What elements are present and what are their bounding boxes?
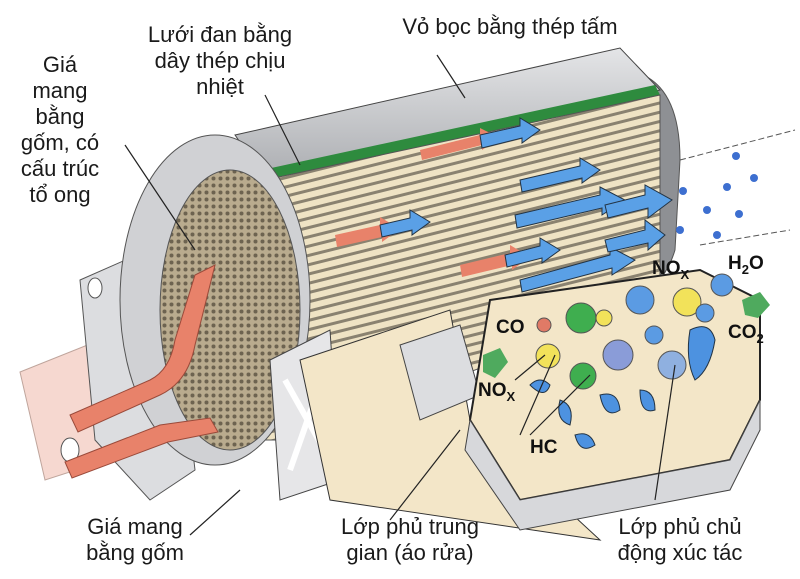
label-washcoat: Lớp phủ trung gian (áo rửa) xyxy=(341,514,479,565)
chem-h2o-post: O xyxy=(748,253,764,274)
steel-mesh-strip xyxy=(262,85,660,182)
blue-deposits xyxy=(529,326,716,449)
chem-co2: CO2 xyxy=(728,322,764,346)
chem-co: CO xyxy=(496,317,525,338)
chem-nox-left-base: NO xyxy=(478,380,507,401)
label-steel-shell: Vỏ bọc bằng thép tấm xyxy=(402,14,618,39)
chem-nox-right: NOX xyxy=(652,258,689,282)
molecules xyxy=(535,273,734,390)
chem-nox-left-sub: X xyxy=(506,388,516,404)
label-ceramic-support: Giá mang bằng gốm xyxy=(86,514,184,565)
inlet-flow-arrow xyxy=(64,417,219,479)
catalyst-block-base xyxy=(464,399,761,531)
label-active-catalyst: Lớp phủ chủ động xúc tác xyxy=(617,514,743,565)
outlet-particles xyxy=(676,152,758,239)
co2-marker-icon xyxy=(742,292,770,318)
chem-hc: HC xyxy=(530,437,558,458)
label-ceramic-honeycomb: Giá mang bằng gốm, có cấu trúc tổ ong xyxy=(20,52,100,207)
co2-marker-icon xyxy=(483,348,508,378)
label-steel-mesh: Lưới đan bằng dây thép chịu nhiệt xyxy=(147,22,293,99)
inlet-flow-arrow xyxy=(69,264,216,433)
chem-co2-sub: 2 xyxy=(756,330,764,346)
chem-h2o: H2O xyxy=(728,253,764,277)
chem-nox-right-sub: X xyxy=(680,266,690,282)
internal-flow-arrows xyxy=(335,117,636,293)
chem-co2-pre: CO xyxy=(728,322,757,343)
chem-h2o-pre: H xyxy=(728,253,742,274)
chem-h2o-sub: 2 xyxy=(741,261,749,277)
chem-nox-left: NOX xyxy=(478,380,515,404)
honeycomb-face xyxy=(159,169,301,451)
outlet-flow-arrow xyxy=(604,184,673,219)
leader-lines xyxy=(124,54,676,536)
chem-nox-right-base: NO xyxy=(652,258,681,279)
outlet-flow-arrow xyxy=(604,219,666,253)
